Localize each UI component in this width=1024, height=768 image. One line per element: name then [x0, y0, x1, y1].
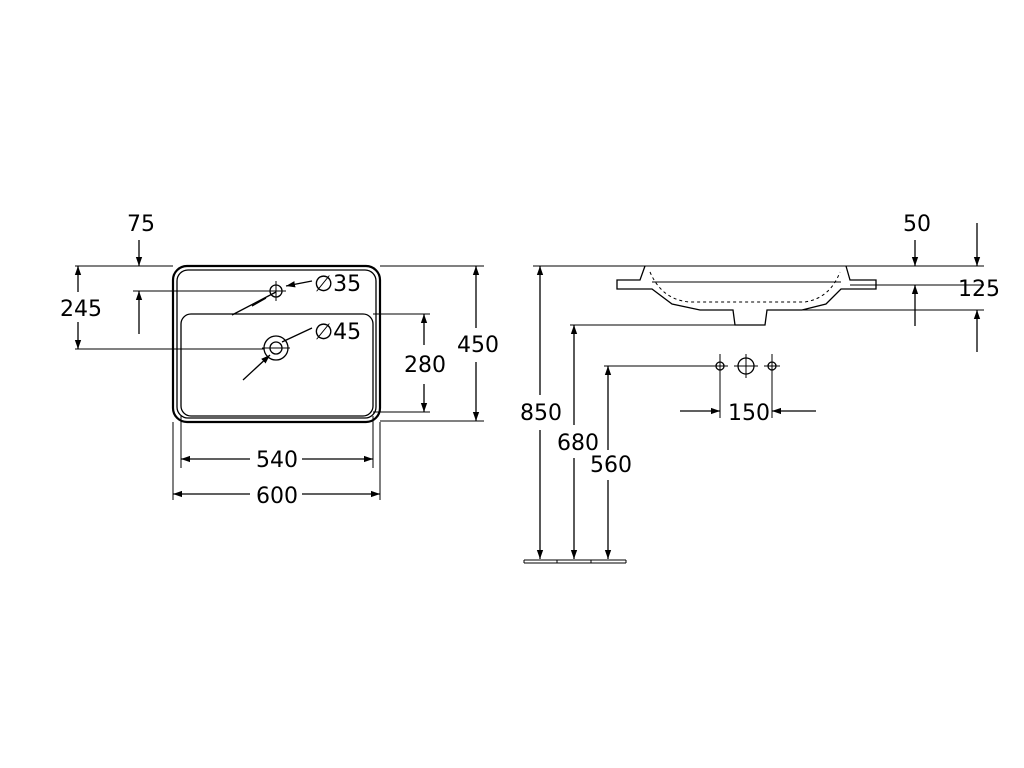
bottom-height-label: 680: [557, 431, 599, 456]
overflow-hole-icon: [266, 281, 286, 301]
basin-bowl-outline: [180, 313, 374, 417]
outlet-height-label: 560: [590, 453, 632, 478]
tap-offset-label: 75: [127, 212, 155, 237]
drain-offset-label: 245: [60, 297, 102, 322]
floor-line: [523, 559, 627, 564]
tap-hole-center-icon: [734, 354, 758, 378]
inner-depth-label: 280: [404, 353, 446, 378]
basin-outer-outline-inner: [176, 269, 377, 419]
inner-width-label: 540: [256, 448, 298, 473]
drain-diameter-label: ∅45: [314, 320, 361, 345]
outer-width-label: 600: [256, 484, 298, 509]
tap-hole-left-icon: [712, 354, 728, 380]
basin-height-label: 125: [958, 277, 1000, 302]
outer-depth-label: 450: [457, 333, 499, 358]
basin-bowl-inner-dashed: [649, 271, 841, 303]
basin-section-outline: [616, 265, 877, 326]
overflow-channel: [231, 291, 277, 316]
tap-spacing-label: 150: [728, 401, 770, 426]
overflow-diameter-label: ∅35: [314, 272, 361, 297]
counter-height-label: 850: [520, 401, 562, 426]
rim-thickness-label: 50: [903, 212, 931, 237]
top-view: 75 ∅35 ∅45 245 280 450 540 600: [60, 212, 499, 509]
drain-hole-icon: [262, 335, 290, 361]
basin-outer-outline: [171, 264, 382, 424]
side-view: 50 125 850 680 560 150: [520, 212, 1000, 564]
tap-hole-right-icon: [764, 354, 780, 418]
